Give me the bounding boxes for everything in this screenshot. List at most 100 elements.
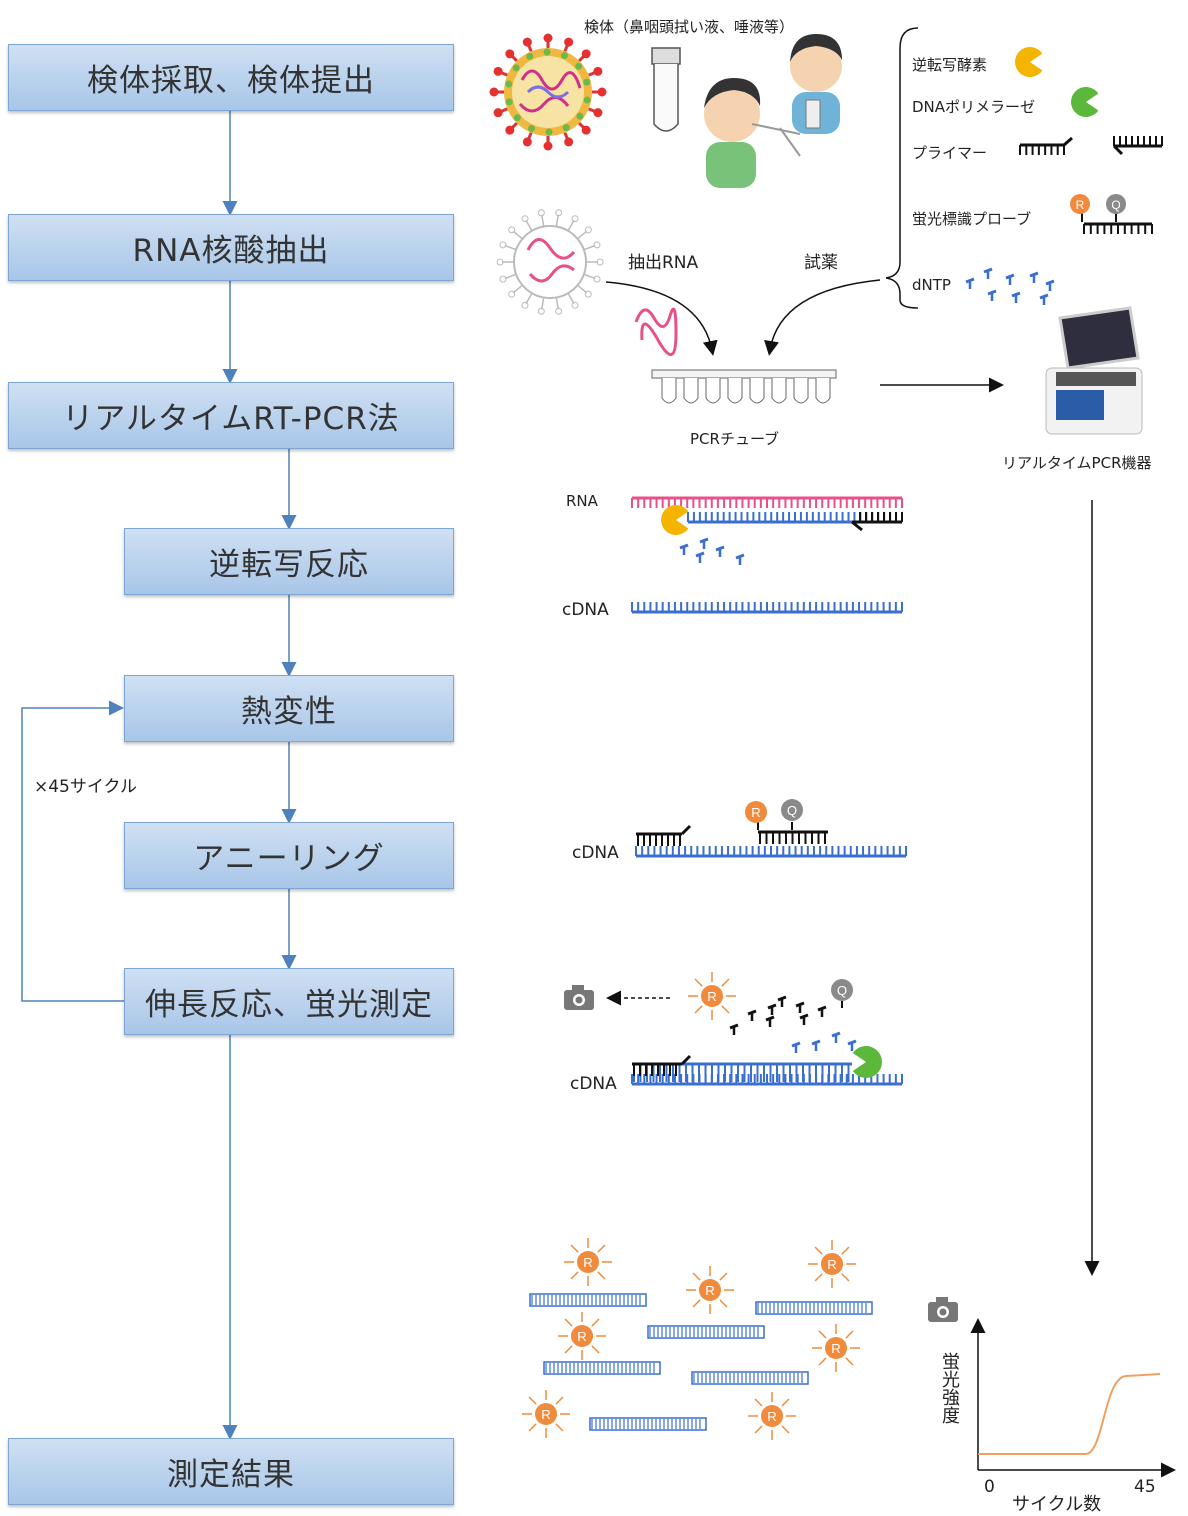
primer-icon [1019,136,1163,156]
step-anneal: アニーリング [124,822,454,889]
amplified-reporter-4: R [558,1312,606,1360]
svg-text:R: R [767,1409,777,1424]
probe-quencher-icon: Q [1106,194,1126,214]
fluorescence-curve [978,1373,1161,1455]
step-denature-label: 熱変性 [241,694,337,730]
amplified-reporter-1-badge: R [577,1251,599,1273]
cdna-label-2: cDNA [572,843,619,863]
rna-to-tube-arrow [605,281,718,356]
svg-text:R: R [1076,198,1085,212]
virus-icon [489,33,607,151]
reagent-label: 試薬 [804,253,838,273]
polymerase-icon [1071,87,1099,117]
step-extend-label: 伸長反応、蛍光測定 [145,987,433,1023]
rt-strand-diagram [631,496,903,565]
outline-virus-icon [496,209,604,315]
reporter-burst-ext-badge: R [701,985,723,1007]
step-anneal-label: アニーリング [193,841,385,877]
amplified-reporter-6-badge: R [535,1403,557,1425]
svg-text:R: R [541,1407,551,1422]
reagent-brace [885,27,919,309]
graph-x-max: 45 [1134,1477,1156,1497]
patient-saliva-icon [790,34,842,134]
fluorescence-graph [928,1297,1176,1478]
loop-connector [21,700,124,1002]
step-extract-label: RNA核酸抽出 [132,233,330,269]
amplified-strand-5 [691,1371,809,1385]
reagent-polymerase-label: DNAポリメラーゼ [912,98,1036,116]
cdna-label-1: cDNA [562,600,609,620]
reagent-rt-enzyme-label: 逆転写酵素 [912,56,988,74]
graph-ylabel: 蛍光強度 [939,1352,960,1424]
svg-text:R: R [577,1329,587,1344]
specimen-tube-icon [651,47,681,132]
reagent-to-tube-arrow [764,279,881,356]
amplified-products-diagram: R R R R R R R [522,1238,873,1440]
amplified-strand-6 [589,1417,707,1431]
pcr-strip-tube-icon [651,369,837,404]
step-rtpcr-label: リアルタイムRT-PCR法 [62,401,400,437]
amplified-reporter-7: R [748,1392,796,1440]
reporter-burst-ext: R [688,972,736,1020]
amplified-reporter-5: R [812,1324,860,1372]
pcr-tube-label: PCRチューブ [690,430,780,448]
amplified-reporter-7-badge: R [761,1405,783,1427]
reagent-dntp-label: dNTP [912,276,951,294]
step-rt-label: 逆転写反応 [209,547,369,583]
amplified-reporter-5-badge: R [825,1337,847,1359]
camera-icon-1 [564,985,594,1010]
anneal-quencher-icon: Q [781,799,803,821]
step-extend: 伸長反応、蛍光測定 [124,968,454,1035]
step-extract: RNA核酸抽出 [8,214,454,281]
amplified-reporter-2: R [808,1240,856,1288]
amplified-reporter-4-badge: R [571,1325,593,1347]
svg-text:R: R [583,1255,593,1270]
step-collect: 検体採取、検体提出 [8,44,454,111]
step-collect-label: 検体採取、検体提出 [87,63,375,99]
amplified-strand-3 [647,1325,765,1339]
amplified-strand-1 [529,1293,647,1307]
cdna-strand-1 [631,602,903,614]
cdna-label-3: cDNA [570,1074,617,1094]
step-rt: 逆転写反応 [124,528,454,595]
camera-icon-2 [928,1297,958,1322]
step-rtpcr: リアルタイムRT-PCR法 [8,382,454,449]
svg-text:Q: Q [1111,198,1120,212]
amplified-reporter-3-badge: R [699,1279,721,1301]
dntp-icon [965,267,1055,305]
amplified-strand-2 [755,1301,873,1315]
graph-xlabel: サイクル数 [1012,1494,1102,1515]
reagent-primer-label: プライマー [912,144,988,162]
released-quencher-icon: Q [831,979,853,1001]
graph-x-min: 0 [984,1477,995,1497]
svg-text:Q: Q [787,803,797,818]
anneal-reporter-icon: R [745,801,767,823]
step-result: 測定結果 [8,1438,454,1505]
loop-label: ×45サイクル [34,777,138,797]
specimen-label: 検体（鼻咽頭拭い液、唾液等） [584,18,795,36]
svg-text:R: R [707,989,717,1004]
step-result-label: 測定結果 [167,1457,295,1493]
rna-strand-label: RNA [566,492,598,510]
pcr-machine-icon [1045,306,1143,435]
extracted-rna-label: 抽出RNA [628,253,699,273]
amplified-reporter-1: R [564,1238,612,1286]
svg-text:R: R [705,1283,715,1298]
step-denature: 熱変性 [124,675,454,742]
reagent-probe-label: 蛍光標識プローブ [912,210,1032,228]
svg-text:Q: Q [837,983,847,998]
svg-text:R: R [831,1341,841,1356]
patient-swab-icon [704,78,801,188]
amplified-reporter-2-badge: R [821,1253,843,1275]
pcr-machine-label: リアルタイムPCR機器 [1002,454,1152,472]
svg-text:R: R [827,1257,837,1272]
amplified-reporter-3: R [686,1266,734,1314]
probe-reporter-icon: R [1070,194,1090,214]
amplified-reporter-6: R [522,1390,570,1438]
extracted-rna-strand [634,307,678,356]
